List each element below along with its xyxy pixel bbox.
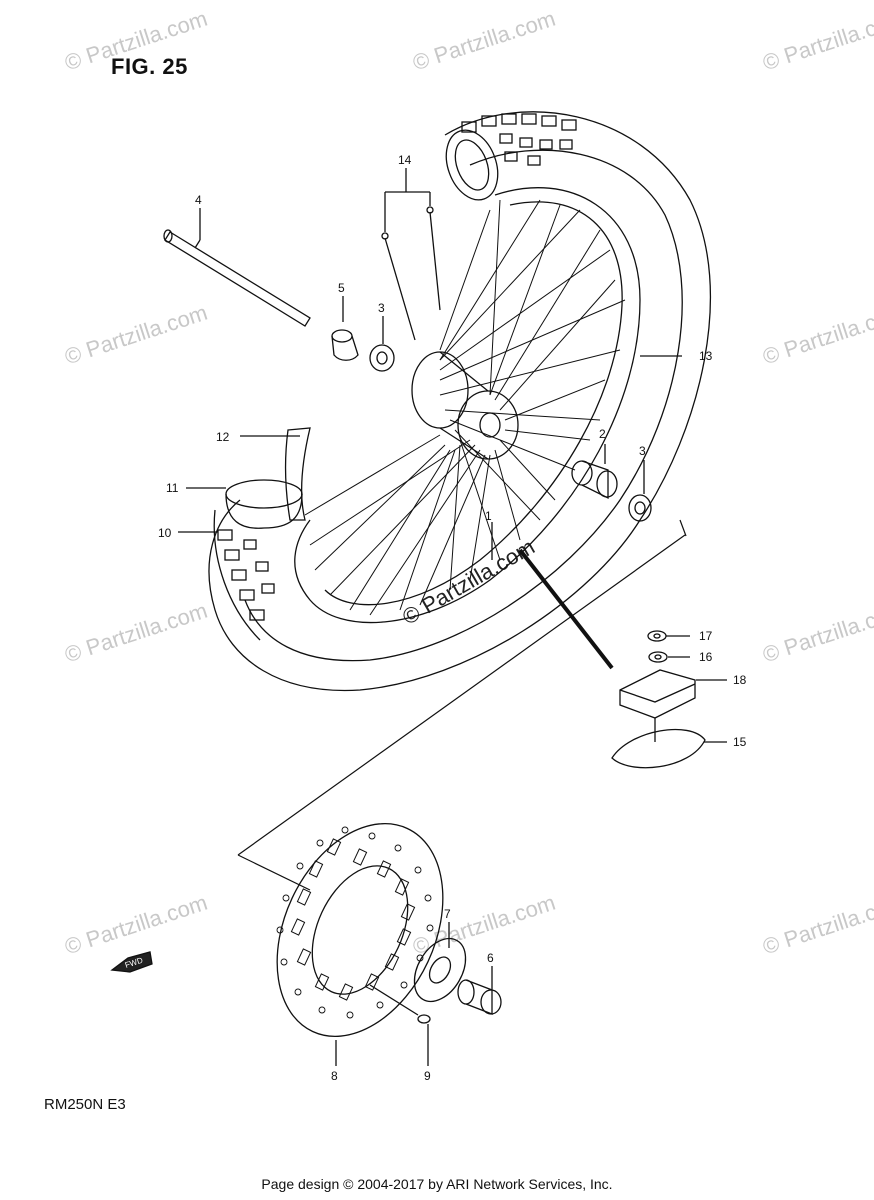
- spacer-2: [571, 460, 618, 500]
- callout-8: 8: [331, 1069, 338, 1083]
- fwd-arrow-icon: [110, 951, 153, 973]
- axle: [163, 229, 311, 327]
- rim-band: [284, 427, 311, 521]
- tire: [208, 111, 712, 692]
- callout-16: 16: [699, 650, 713, 664]
- callout-15: 15: [733, 735, 747, 749]
- callout-18: 18: [733, 673, 747, 687]
- bearing-upper: [369, 344, 395, 372]
- spokes: [304, 199, 626, 616]
- bearing-right: [628, 494, 652, 522]
- callout-14: 14: [398, 153, 412, 167]
- model-code: RM250N E3: [44, 1096, 126, 1113]
- tread-left: [217, 529, 275, 621]
- bolt-9: [369, 984, 431, 1024]
- collar-5: [331, 329, 359, 361]
- callout-12: 12: [216, 430, 230, 444]
- spoke-part: [429, 211, 441, 311]
- callout-13: 13: [699, 349, 713, 363]
- nut-17: [647, 630, 667, 642]
- callout-3b: 3: [639, 444, 646, 458]
- disc-cover-7: [413, 937, 467, 1003]
- disc-slots: [290, 838, 416, 1001]
- callout-4: 4: [195, 193, 202, 207]
- callout-6: 6: [487, 951, 494, 965]
- callout-10: 10: [158, 526, 172, 540]
- callout-2: 2: [599, 427, 606, 441]
- callout-3a: 3: [378, 301, 385, 315]
- callout-5: 5: [338, 281, 345, 295]
- collar-6: [457, 979, 502, 1015]
- tube-section: [225, 479, 303, 509]
- callout-17: 17: [699, 629, 713, 643]
- callout-7: 7: [444, 907, 451, 921]
- washer-16: [648, 651, 668, 663]
- rim-lock-pad-18: [619, 669, 696, 719]
- footer-credit: Page design © 2004-2017 by ARI Network S…: [261, 1176, 613, 1192]
- leader-arrow: [518, 548, 614, 670]
- callout-1: 1: [485, 509, 492, 523]
- brake-disc: [276, 823, 444, 1037]
- rim: [294, 187, 641, 624]
- figure-title: FIG. 25: [111, 54, 188, 79]
- rim-lock-15: [611, 718, 706, 769]
- callout-9: 9: [424, 1069, 431, 1083]
- callout-11: 11: [166, 481, 179, 495]
- spoke-part: [384, 237, 416, 341]
- disc-holes: [276, 826, 434, 1019]
- tread-top: [461, 113, 577, 166]
